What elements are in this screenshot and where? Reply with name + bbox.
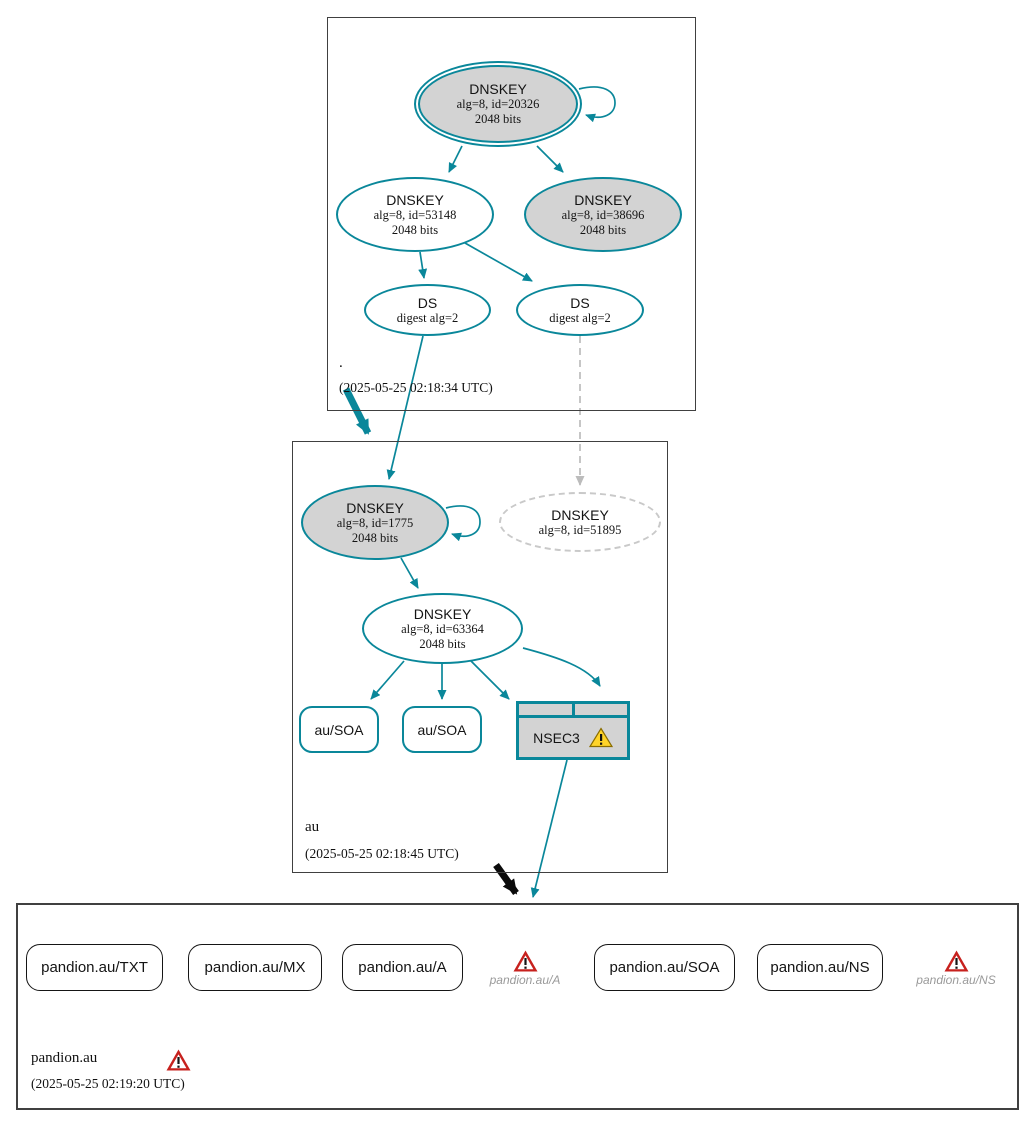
edge-ds1-to-au-ksk <box>386 335 424 480</box>
nsec3-body: NSEC3 <box>519 718 627 757</box>
dnskey-38696-node[interactable]: DNSKEY alg=8, id=38696 2048 bits <box>524 177 682 252</box>
dnskey-20326-node[interactable]: DNSKEY alg=8, id=20326 2048 bits <box>414 61 582 147</box>
zone-label-au: au <box>305 819 320 835</box>
dnskey-detail: alg=8, id=1775 <box>336 515 414 530</box>
rrset-error-label: pandion.au/NS <box>916 973 996 987</box>
zone-timestamp-root: (2025-05-25 02:18:34 UTC) <box>339 380 493 395</box>
dnskey-20326-inner: DNSKEY alg=8, id=20326 2048 bits <box>418 65 578 143</box>
dnskey-title: DNSKEY <box>346 499 404 516</box>
ds-title: DS <box>570 294 590 311</box>
zone-box-pandion-au <box>16 903 1019 1110</box>
dnskey-title: DNSKEY <box>413 605 472 622</box>
dnskey-53148-node[interactable]: DNSKEY alg=8, id=53148 2048 bits <box>336 177 494 252</box>
edge-au-to-pandion-delegation <box>493 862 519 896</box>
rrset-label: pandion.au/TXT <box>41 959 148 976</box>
dnskey-1775-node[interactable]: DNSKEY alg=8, id=1775 2048 bits <box>301 485 449 560</box>
ds-node-1[interactable]: DS digest alg=2 <box>364 284 491 336</box>
rrset-label: pandion.au/A <box>358 959 447 976</box>
dnskey-title: DNSKEY <box>386 191 444 208</box>
zone-timestamp-pandion-au: (2025-05-25 02:19:20 UTC) <box>31 1076 185 1091</box>
dnskey-63364-node[interactable]: DNSKEY alg=8, id=63364 2048 bits <box>362 593 523 664</box>
dnskey-detail: alg=8, id=51895 <box>538 522 622 537</box>
error-icon <box>513 950 537 972</box>
dnskey-detail: alg=8, id=53148 <box>373 207 457 222</box>
rrset-pandion-ns[interactable]: pandion.au/NS <box>757 944 883 991</box>
zone-box-au <box>292 441 668 873</box>
dnskey-bits: 2048 bits <box>351 530 399 545</box>
rrset-label: pandion.au/SOA <box>609 959 720 976</box>
zone-label-pandion-au: pandion.au <box>31 1050 98 1066</box>
dnskey-51895-missing-node[interactable]: DNSKEY alg=8, id=51895 <box>499 492 661 552</box>
rrset-au-soa-2[interactable]: au/SOA <box>402 706 482 753</box>
ds-detail: digest alg=2 <box>396 310 459 325</box>
dnskey-bits: 2048 bits <box>419 636 466 651</box>
error-icon <box>944 950 968 972</box>
warning-icon <box>588 727 613 748</box>
rrset-pandion-a[interactable]: pandion.au/A <box>342 944 463 991</box>
zone-box-root <box>327 17 696 411</box>
ds-title: DS <box>417 294 438 311</box>
ds-node-2[interactable]: DS digest alg=2 <box>516 284 644 336</box>
edge-au-ksk-to-zsk <box>400 557 419 589</box>
rrset-label: au/SOA <box>314 721 364 738</box>
nsec3-header-cell-1 <box>519 704 572 715</box>
edge-au-ksk-selfsign <box>445 505 481 542</box>
dnskey-detail: alg=8, id=63364 <box>401 621 484 636</box>
rrset-pandion-mx[interactable]: pandion.au/MX <box>188 944 322 991</box>
edge-root-ksk-to-ksk2 <box>536 145 564 173</box>
edge-root-ksk-to-zsk <box>448 145 463 173</box>
edge-root-zsk-to-ds2 <box>464 242 533 282</box>
edge-au-zsk-to-soa1 <box>370 660 405 700</box>
nsec3-node[interactable]: NSEC3 <box>516 701 630 760</box>
dnskey-bits: 2048 bits <box>391 222 439 237</box>
edge-root-ksk-selfsign <box>578 86 616 123</box>
dnskey-detail: alg=8, id=20326 <box>456 97 540 111</box>
rrset-label: pandion.au/MX <box>204 959 306 976</box>
nsec3-header-row <box>519 704 627 715</box>
edge-nsec3-to-pandion <box>530 759 568 898</box>
rrset-pandion-ns-error[interactable]: pandion.au/NS <box>908 950 1004 987</box>
dnskey-bits: 2048 bits <box>579 222 627 237</box>
rrset-label: pandion.au/NS <box>770 959 870 976</box>
dnskey-detail: alg=8, id=38696 <box>561 207 645 222</box>
nsec3-header-cell-2 <box>574 704 627 715</box>
edge-root-to-au-delegation <box>342 387 372 435</box>
zone-timestamp-au: (2025-05-25 02:18:45 UTC) <box>305 846 459 861</box>
zone-label-root: . <box>339 355 343 371</box>
dnskey-title: DNSKEY <box>574 191 632 208</box>
rrset-pandion-soa[interactable]: pandion.au/SOA <box>594 944 735 991</box>
edge-au-zsk-to-nsec3-left <box>469 659 510 700</box>
dnskey-title: DNSKEY <box>469 81 527 97</box>
error-icon <box>166 1049 191 1071</box>
rrset-pandion-a-error[interactable]: pandion.au/A <box>477 950 573 987</box>
edge-root-zsk-to-ds1 <box>418 251 428 279</box>
rrset-pandion-txt[interactable]: pandion.au/TXT <box>26 944 163 991</box>
edge-au-zsk-to-nsec3-top <box>522 647 601 687</box>
rrset-error-label: pandion.au/A <box>489 973 561 987</box>
rrset-au-soa-1[interactable]: au/SOA <box>299 706 379 753</box>
rrset-label: au/SOA <box>417 721 467 738</box>
dnskey-title: DNSKEY <box>551 506 609 523</box>
nsec3-label: NSEC3 <box>533 729 580 746</box>
dnskey-bits: 2048 bits <box>474 112 522 126</box>
ds-detail: digest alg=2 <box>549 310 611 325</box>
